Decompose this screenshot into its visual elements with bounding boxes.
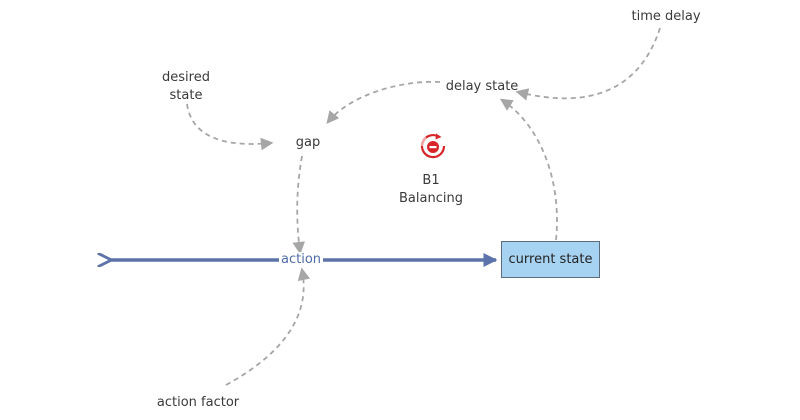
time-delay-label[interactable]: time delay	[631, 9, 701, 24]
link-delay-state-to-gap[interactable]	[326, 80, 441, 124]
current-state-stock[interactable]: current state	[501, 241, 600, 278]
link-desired-state-to-gap[interactable]	[186, 103, 274, 151]
link-time-delay-to-delay-state[interactable]	[515, 27, 661, 101]
balancing-loop-icon	[420, 133, 446, 159]
gap-label[interactable]: gap	[295, 135, 321, 150]
link-gap-to-action[interactable]	[292, 155, 306, 255]
delay-state-label[interactable]: delay state	[445, 79, 519, 94]
link-current-state-to-delay-state[interactable]	[499, 98, 558, 241]
action-factor-label[interactable]: action factor	[156, 395, 240, 410]
current-state-label: current state	[508, 252, 593, 267]
link-action-factor-to-action[interactable]	[225, 267, 311, 386]
desired-state-label[interactable]: desired state	[162, 70, 210, 103]
action-flow-label[interactable]: action	[278, 252, 324, 268]
loop-id-label: B1	[422, 173, 440, 188]
loop-type-label: Balancing	[399, 191, 463, 206]
